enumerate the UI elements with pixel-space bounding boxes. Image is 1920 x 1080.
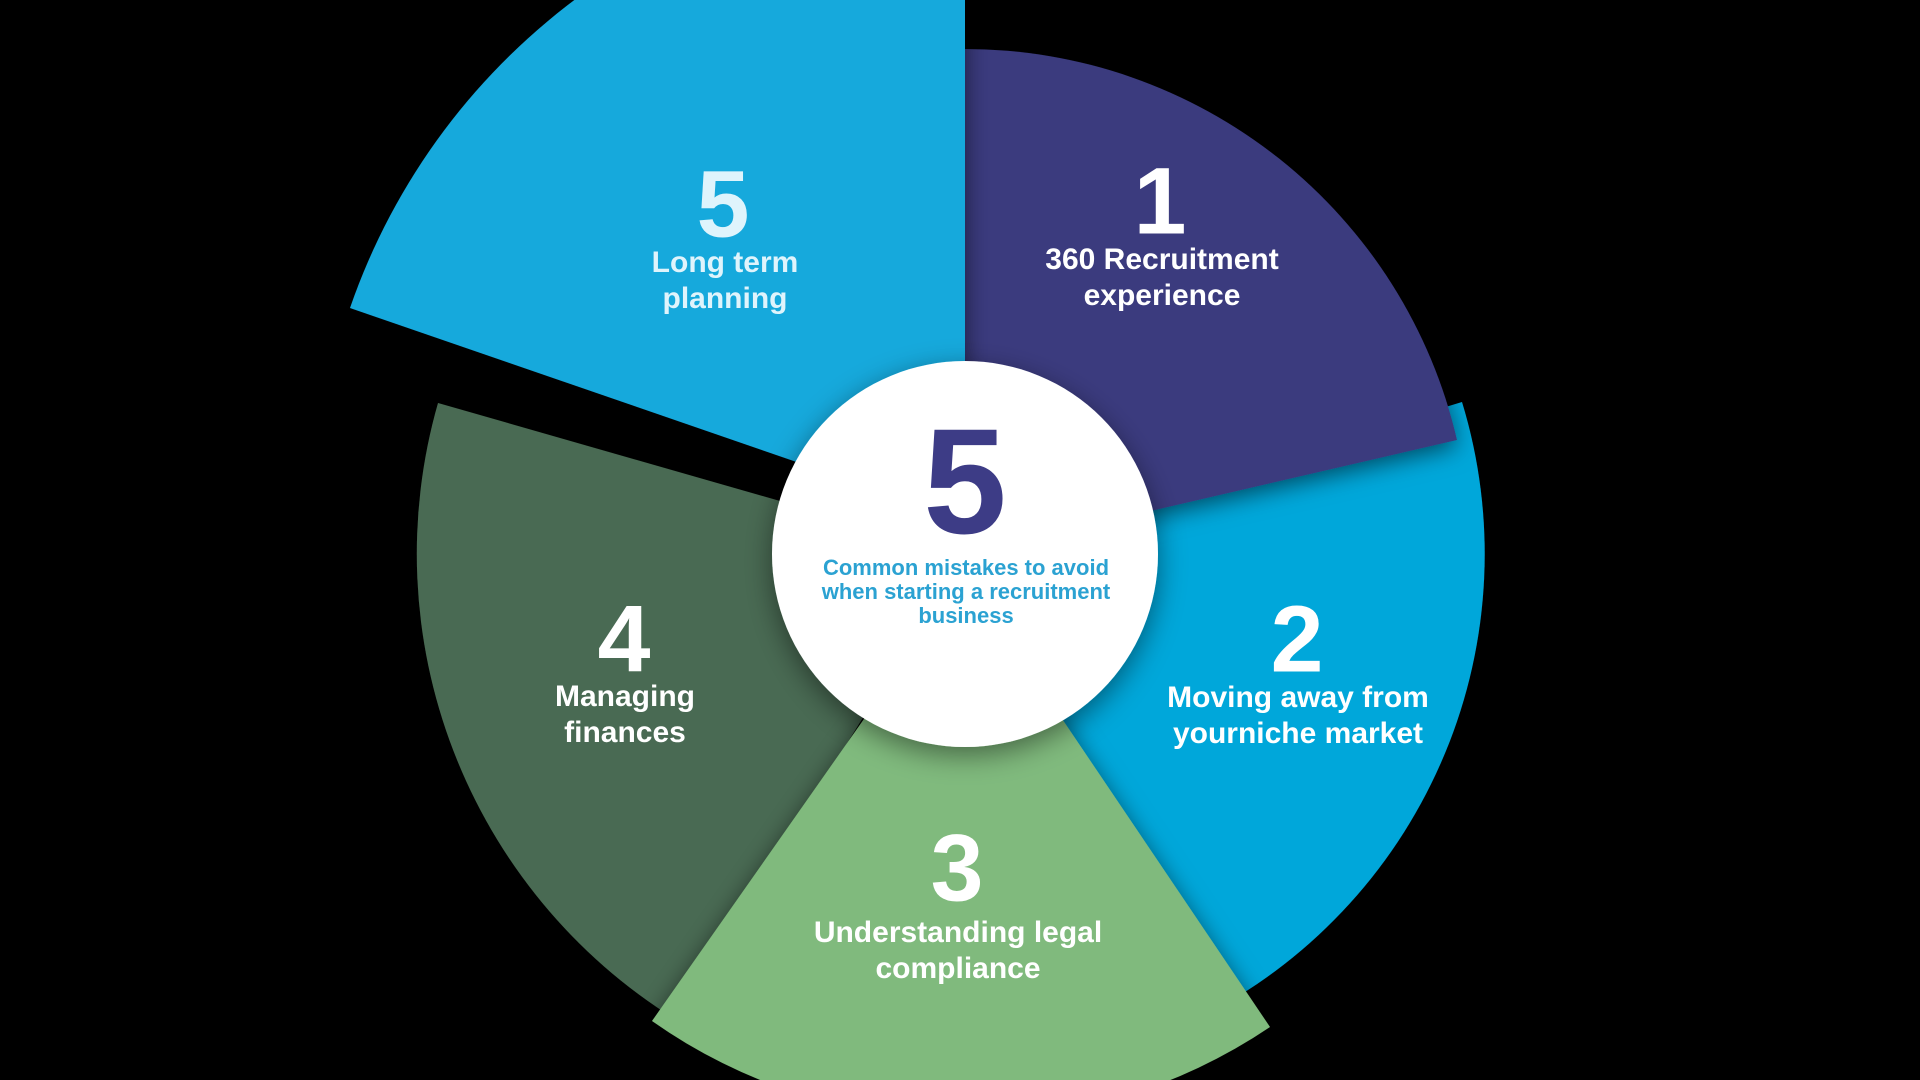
segment-3-wedge bbox=[652, 575, 1270, 1080]
center-hub-circle bbox=[772, 361, 1158, 747]
segment-5-wedge bbox=[350, 0, 965, 520]
